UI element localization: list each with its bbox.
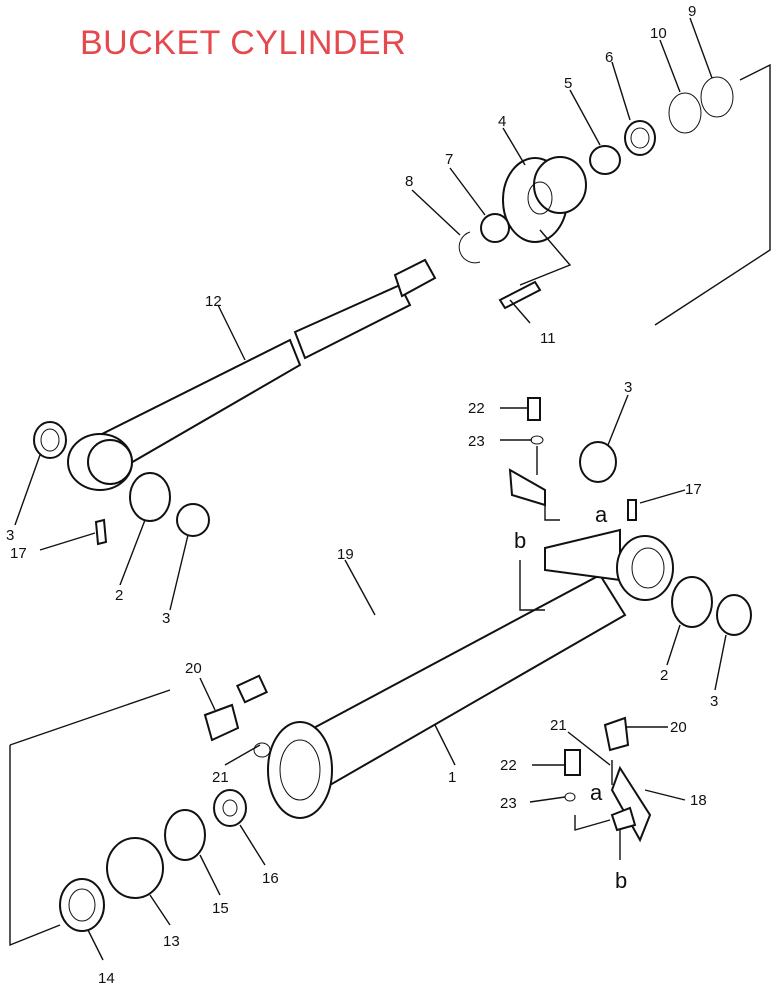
callout-labels: 1 2 2 3 3 3 3 4 5 6 7 8 9 10 11 12 13 14… (6, 3, 718, 987)
callout-5: 5 (564, 75, 572, 92)
callout-8: 8 (405, 173, 413, 190)
callout-15: 15 (212, 900, 229, 917)
callout-23-upper: 23 (468, 433, 485, 450)
hose-19 (235, 468, 546, 704)
ref-b-upper: b (514, 528, 526, 553)
callout-13: 13 (163, 933, 180, 950)
callout-2-right: 2 (660, 667, 668, 684)
piston-rod-12 (67, 258, 437, 491)
ref-a-lower: a (590, 780, 603, 805)
frame-lines (9, 63, 771, 947)
diagram-title: BUCKET CYLINDER (80, 24, 407, 62)
callout-9: 9 (688, 3, 696, 20)
callout-6: 6 (605, 49, 613, 66)
right-end-parts (579, 441, 752, 636)
callout-18: 18 (690, 792, 707, 809)
callout-17-right: 17 (685, 481, 702, 498)
callout-12: 12 (205, 293, 222, 310)
callout-3-right: 3 (710, 693, 718, 710)
reference-letters: a a b b (514, 502, 627, 893)
callout-19: 19 (337, 546, 354, 563)
callout-1: 1 (448, 769, 456, 786)
callout-3-left: 3 (162, 610, 170, 627)
cylinder-tube-1 (267, 528, 674, 819)
callout-11: 11 (540, 330, 556, 347)
upper-bolts (527, 397, 544, 475)
elbow-fittings (564, 716, 652, 843)
callout-17-left: 17 (10, 545, 27, 562)
callout-14: 14 (98, 970, 115, 987)
ref-a-upper: a (595, 502, 608, 527)
callout-10: 10 (650, 25, 667, 42)
upper-seals (458, 76, 734, 310)
callout-3-upper-right: 3 (624, 379, 632, 396)
callout-23-lower: 23 (500, 795, 517, 812)
cylinder-head-4 (502, 156, 587, 243)
left-end-parts (33, 421, 210, 546)
callout-4: 4 (498, 113, 506, 130)
callout-22-upper: 22 (468, 400, 485, 417)
callout-21-left: 21 (212, 769, 229, 786)
callout-20-left: 20 (185, 660, 202, 677)
ref-b-lower: b (615, 868, 627, 893)
callout-2-left: 2 (115, 587, 123, 604)
leader-lines (14, 17, 727, 961)
callout-21-right: 21 (550, 717, 567, 734)
callout-20-right: 20 (670, 719, 687, 736)
callout-16: 16 (262, 870, 279, 887)
callout-7: 7 (445, 151, 453, 168)
callout-22-lower: 22 (500, 757, 517, 774)
callout-3-top-left: 3 (6, 527, 14, 544)
piston-parts (59, 703, 271, 932)
